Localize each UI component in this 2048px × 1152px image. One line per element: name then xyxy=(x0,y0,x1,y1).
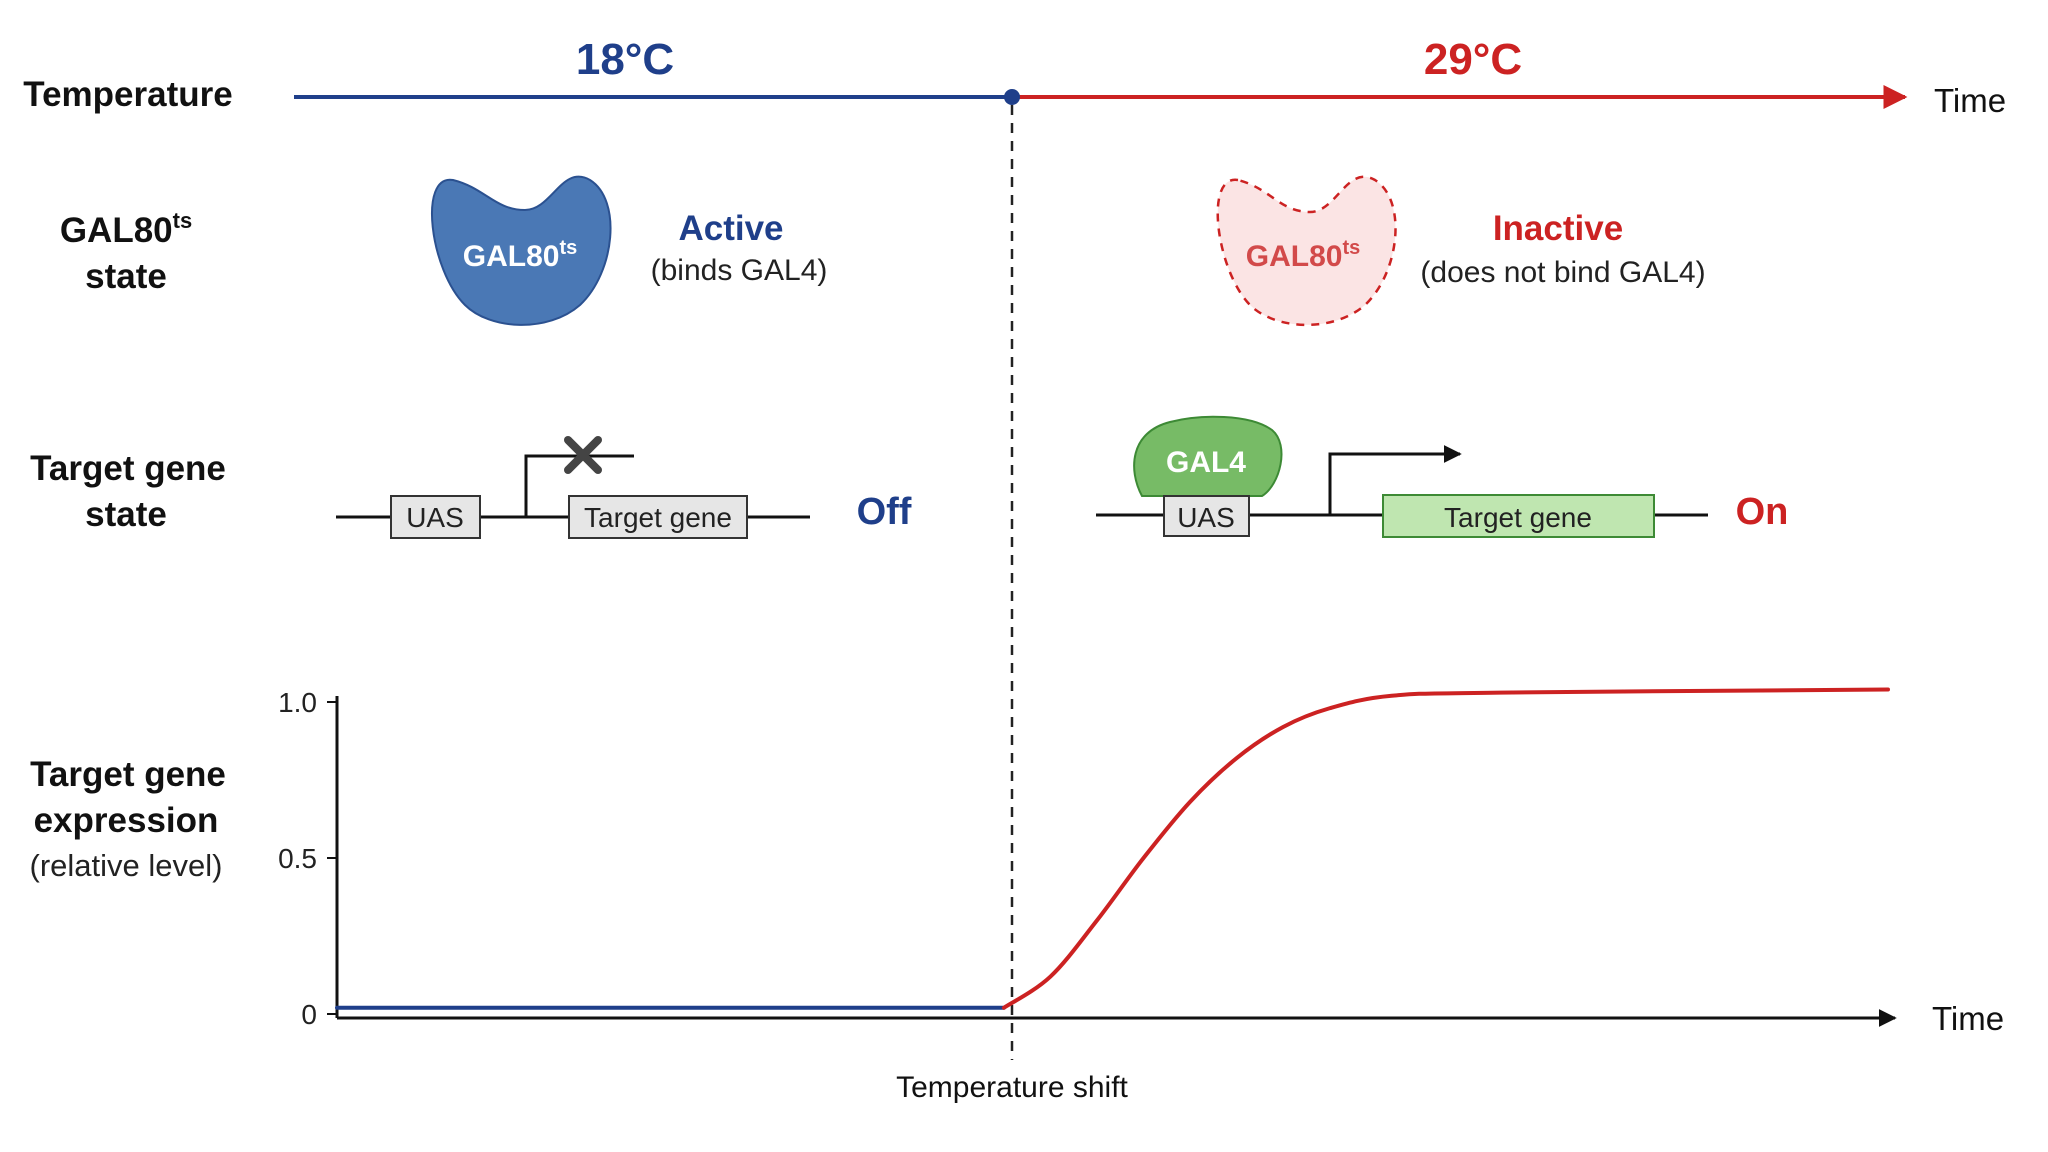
gal4-protein-label: GAL4 xyxy=(1166,446,1246,479)
row-label-expression: Target gene xyxy=(30,755,226,794)
gal80-active-name: GAL80 xyxy=(463,240,560,273)
row-label-gal80-state-line2: state xyxy=(85,257,167,296)
row-label-temperature: Temperature xyxy=(23,75,232,114)
uas-label-off: UAS xyxy=(406,502,464,533)
y-tick-label: 0 xyxy=(301,999,317,1030)
gal80-inactive-title: Inactive xyxy=(1493,209,1623,248)
gal80-active-title: Active xyxy=(678,209,783,248)
expression-line-29c xyxy=(1001,687,1890,1010)
timeline-time-label: Time xyxy=(1934,82,2006,119)
promoter-active-arrow xyxy=(1328,445,1462,515)
target-gene-box-off xyxy=(568,495,748,539)
temperature-shift-label: Temperature shift xyxy=(896,1071,1128,1104)
gal80-inactive-superscript: ts xyxy=(1342,237,1360,259)
gal4-protein-shape xyxy=(1133,415,1283,497)
target-gene-box-on xyxy=(1382,494,1655,538)
gene-on-label: On xyxy=(1736,491,1789,533)
row-label-expression-line2: expression xyxy=(34,801,219,840)
expression-chart: Time 0 0.5 1.0 xyxy=(278,687,2004,1037)
row-label-gal80-text: GAL80 xyxy=(60,211,173,250)
y-tick-label: 0.5 xyxy=(278,843,317,874)
blocked-x-icon xyxy=(564,436,602,474)
gal80-inactive-protein-label: GAL80ts xyxy=(1246,237,1361,273)
uas-box-on xyxy=(1163,495,1250,537)
y-tick-label: 1.0 xyxy=(278,687,317,718)
gal80-inactive-protein-shape xyxy=(1216,175,1397,327)
warm-temperature-label: 29°C xyxy=(1424,35,1522,84)
uas-box-off xyxy=(390,495,481,539)
gal80-active-description: (binds GAL4) xyxy=(651,254,828,287)
row-label-target-gene-state-line2: state xyxy=(85,495,167,534)
gal80-active-superscript: ts xyxy=(559,237,577,259)
chart-y-ticks: 0 0.5 1.0 xyxy=(278,687,337,1030)
row-label-target-gene-state: Target gene xyxy=(30,449,226,488)
target-gene-label-off: Target gene xyxy=(584,502,732,533)
gal80-inactive-name: GAL80 xyxy=(1246,240,1343,273)
cold-temperature-label: 18°C xyxy=(576,35,674,84)
gene-off-label: Off xyxy=(857,491,912,533)
uas-label-on: UAS xyxy=(1177,502,1235,533)
gal80-active-protein-shape xyxy=(431,175,612,326)
promoter-blocked-arrow xyxy=(524,454,634,517)
row-label-gal80-superscript: ts xyxy=(173,208,193,233)
gal80-inactive-description: (does not bind GAL4) xyxy=(1420,256,1705,289)
gal80-active-protein-label: GAL80ts xyxy=(463,237,578,273)
chart-x-axis-label: Time xyxy=(1932,1000,2004,1037)
row-label-expression-unit: (relative level) xyxy=(30,848,223,883)
target-gene-label-on: Target gene xyxy=(1444,502,1592,533)
row-label-gal80-state: GAL80ts xyxy=(60,208,192,250)
shift-timepoint-dot xyxy=(1004,89,1020,105)
chart-series-layer xyxy=(335,687,1890,1010)
